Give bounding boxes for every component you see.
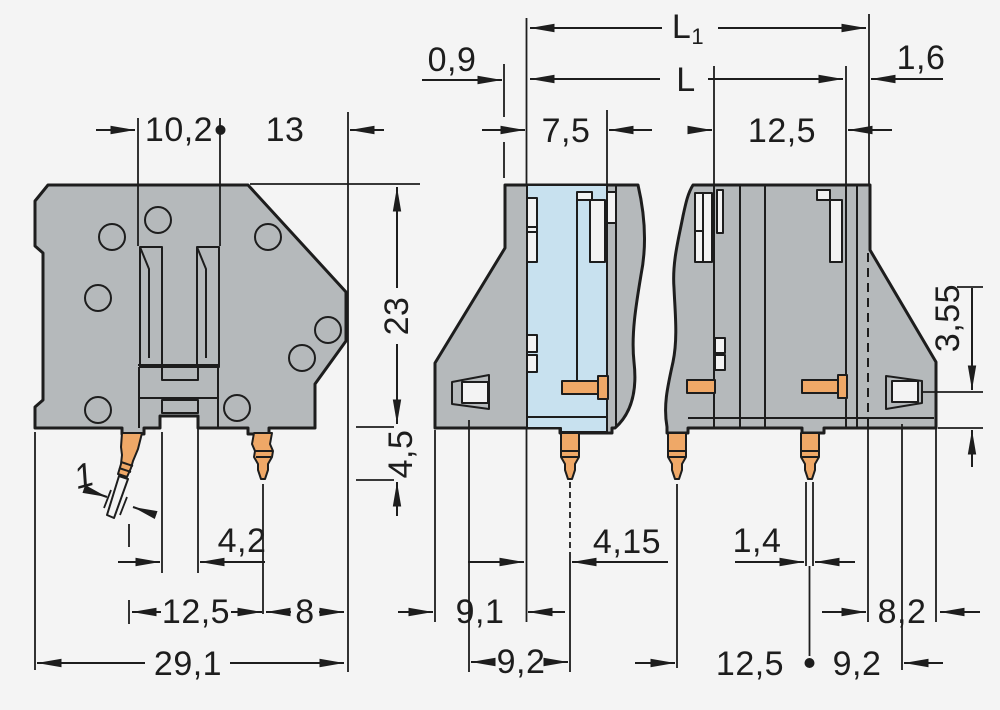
dim-label-total-width: 29,1 (154, 645, 222, 683)
section-mount-symbol (442, 366, 499, 420)
side-solder-pin-right (800, 432, 820, 480)
dim-label-foot-height: 3,55 (929, 284, 967, 352)
dim-label-pin-depth: 9,2 (497, 643, 546, 681)
dimension-dot (804, 658, 815, 668)
dim-label-top-depth: 12,5 (748, 112, 816, 150)
dimension-dot (215, 125, 226, 135)
side-view (664, 183, 938, 480)
section-view (433, 183, 647, 480)
hole-icon (223, 394, 251, 422)
hole-icon (84, 284, 112, 312)
dim-label-length: L (676, 61, 695, 99)
hole-icon (84, 396, 112, 424)
dim-label-pin-to-wall: 4,15 (593, 523, 661, 561)
side-busbars (686, 374, 848, 399)
side-body (664, 183, 938, 435)
dim-label-body-height: 23 (378, 297, 416, 336)
section-busbar (561, 375, 609, 400)
pin-wire-tip (106, 475, 129, 519)
dim-label-pin-to-foot: 9,2 (833, 645, 882, 683)
dim-label-pin-width: 1,4 (733, 522, 782, 560)
front-clamp-slots (138, 246, 220, 428)
extension-lines (34, 14, 983, 672)
dim-label-front-depth: 7,5 (542, 112, 591, 150)
hole-icon (98, 223, 126, 251)
section-solder-pin (560, 432, 580, 480)
dimension-lines (37, 23, 980, 668)
dim-label-flange: 1,6 (897, 39, 946, 77)
dim-label-wall: 0,9 (428, 41, 477, 79)
section-latch-details (526, 191, 617, 373)
front-solder-pin-right (251, 432, 274, 480)
dim-label-length-overall: L1 (672, 8, 704, 49)
dim-label-clamp-width: 10,2 (145, 111, 213, 149)
dim-label-slot-width: 4,2 (218, 522, 267, 560)
front-solder-pin-left-bent (106, 432, 143, 519)
dim-label-right-width: 13 (266, 111, 305, 149)
dim-label-pin-shoulder: 4,5 (382, 430, 420, 479)
side-latch-details (694, 189, 843, 371)
front-body (33, 183, 348, 436)
side-solder-pin-left (667, 432, 687, 480)
dim-label-foot-depth: 8,2 (878, 593, 927, 631)
dim-label-depth-front: 9,1 (456, 593, 505, 631)
dimension-labels: 10,2 13 0,9 7,5 L1 L 1,6 12,5 23 4,5 3,5… (70, 8, 967, 683)
dim-label-edge-offset: 8 (295, 593, 314, 631)
side-mount-symbol (875, 364, 932, 420)
hole-icon (254, 223, 282, 251)
dim-label-side-pin-pitch: 12,5 (716, 645, 784, 683)
dim-label-pin-pitch: 12,5 (162, 593, 230, 631)
dim-label-pin-thickness: 1 (70, 455, 99, 497)
front-mounting-holes (84, 206, 342, 424)
front-view (33, 183, 348, 519)
hole-icon (288, 344, 316, 372)
hole-icon (314, 316, 342, 344)
side-inner-walls (713, 185, 858, 428)
hole-icon (144, 206, 172, 234)
